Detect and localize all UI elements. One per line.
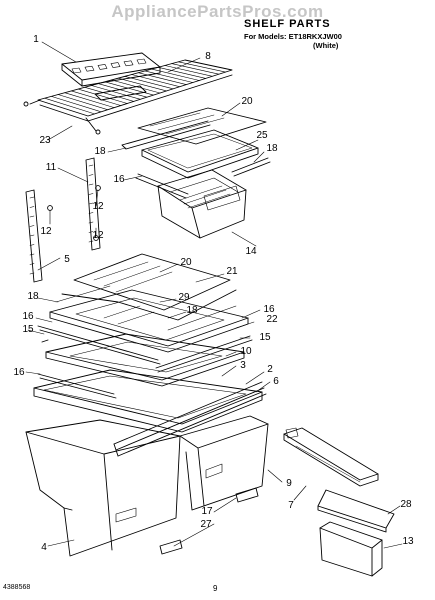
callout-16: 16: [22, 311, 34, 322]
callout-21: 21: [226, 266, 238, 277]
upper-glass-shelf-drawing: [121, 107, 267, 150]
leader-lines: [25, 41, 403, 549]
callout-13: 13: [402, 536, 414, 547]
crisper-cover-drawing: [49, 285, 249, 353]
callout-9: 9: [286, 478, 292, 489]
egg-tray-drawing: [61, 52, 161, 101]
page-title: SHELF PARTS: [244, 18, 331, 30]
callout-10: 10: [240, 346, 252, 357]
callout-28: 28: [400, 499, 412, 510]
egg-tray-cells: [71, 58, 147, 74]
crisper-support-rail-drawing: [33, 369, 267, 457]
dairy-door-drawing: [283, 427, 379, 487]
shelf-ladder-drawing: [25, 157, 101, 283]
callout-27: 27: [200, 519, 212, 530]
callout-25: 25: [256, 130, 268, 141]
crisper-drawers-drawing: [25, 415, 269, 557]
document-number: 4388568: [3, 584, 31, 591]
callout-6: 6: [273, 376, 279, 387]
callout-8: 8: [205, 51, 211, 62]
callout-23: 23: [39, 135, 51, 146]
ladder-slots: [29, 164, 94, 275]
callout-14: 14: [245, 246, 257, 257]
models-line: For Models: ET18RKXJW00: [244, 32, 342, 41]
callout-12: 12: [40, 226, 52, 237]
callout-12: 12: [92, 201, 104, 212]
deli-pan-drawing: [157, 169, 247, 239]
callout-17: 17: [201, 506, 213, 517]
callout-7: 7: [288, 500, 294, 511]
callout-20: 20: [180, 257, 192, 268]
callout-1: 1: [33, 34, 39, 45]
model-color-variant: (White): [313, 41, 339, 50]
wire-shelf-rods: [44, 61, 226, 115]
callout-16: 16: [263, 304, 275, 315]
dairy-trim-drawing: [317, 489, 395, 533]
lower-crisper-frame-drawing: [37, 333, 245, 399]
callout-22: 22: [266, 314, 278, 325]
butter-bin-drawing: [319, 521, 383, 577]
callout-16: 16: [113, 174, 125, 185]
callout-15: 15: [22, 324, 34, 335]
page-number: 9: [213, 584, 218, 593]
callout-15: 15: [259, 332, 271, 343]
callout-11: 11: [45, 162, 57, 173]
callout-29: 29: [178, 292, 190, 303]
callout-16: 16: [13, 367, 25, 378]
callout-18: 18: [186, 305, 198, 316]
diagram-header: SHELF PARTS For Models: ET18RKXJW00 (Whi…: [244, 18, 424, 50]
callout-5: 5: [64, 254, 70, 265]
wire-shelf-drawing: [23, 59, 233, 135]
callout-18: 18: [266, 143, 278, 154]
trim-strips-drawing: [37, 325, 253, 373]
drawer-brackets-drawing: [159, 487, 259, 555]
callout-2: 2: [267, 364, 273, 375]
callout-12: 12: [92, 230, 104, 241]
callout-18: 18: [94, 146, 106, 157]
callout-18: 18: [27, 291, 39, 302]
callout-3: 3: [240, 360, 246, 371]
callout-4: 4: [41, 542, 47, 553]
callout-20: 20: [241, 96, 253, 107]
lower-glass-shelf-drawing: [61, 253, 237, 321]
